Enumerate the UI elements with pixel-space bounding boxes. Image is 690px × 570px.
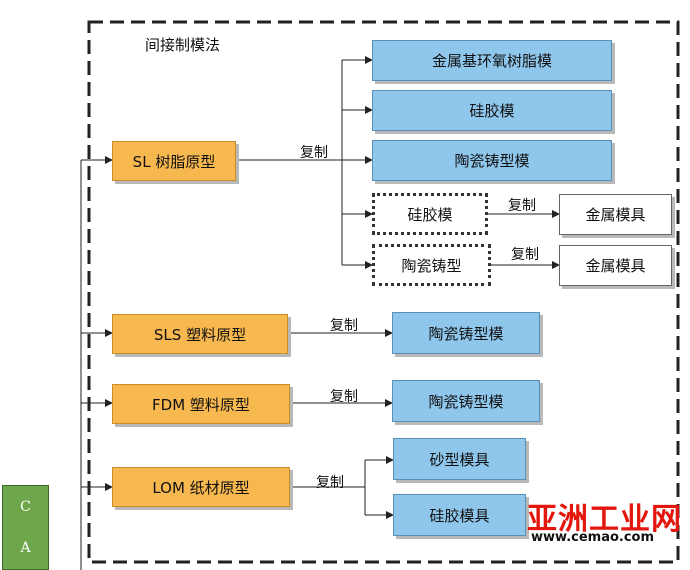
edge-label-silicone: 复制	[508, 198, 536, 214]
watermark-url: www.cemao.com	[531, 530, 655, 545]
lom-prototype-box: LOM 纸材原型	[112, 467, 290, 507]
edge-label-ceramic: 复制	[511, 247, 539, 263]
edge-label-lom: 复制	[316, 475, 344, 491]
side-strip-letter-a: A	[20, 540, 31, 557]
ceramic-intermediate-box: 陶瓷铸型	[372, 244, 491, 286]
silicone-mold-box: 硅胶模	[372, 90, 612, 131]
sls-prototype-box: SLS 塑料原型	[112, 314, 288, 354]
sls-ceramic-mold-box: 陶瓷铸型模	[392, 312, 540, 354]
diagram-title: 间接制模法	[145, 36, 221, 54]
lom-silicone-mold-box: 硅胶模具	[393, 494, 526, 536]
silicone-intermediate-box: 硅胶模	[372, 193, 488, 235]
side-strip: C A	[2, 485, 49, 570]
sand-mold-box: 砂型模具	[393, 438, 526, 480]
edge-label-sl: 复制	[300, 145, 328, 161]
edge-label-sls: 复制	[330, 318, 358, 334]
metal-mold-box-1: 金属模具	[559, 194, 672, 235]
watermark-logo: 亚洲工业网	[527, 502, 682, 537]
metal-epoxy-mold-box: 金属基环氧树脂模	[372, 40, 612, 81]
metal-mold-box-2: 金属模具	[559, 245, 672, 286]
fdm-ceramic-mold-box: 陶瓷铸型模	[392, 380, 540, 422]
side-strip-letter-c: C	[20, 498, 31, 515]
edge-label-fdm: 复制	[330, 389, 358, 405]
sl-prototype-box: SL 树脂原型	[112, 141, 236, 181]
group-frame	[87, 20, 680, 564]
ceramic-casting-mold-box: 陶瓷铸型模	[372, 140, 612, 181]
fdm-prototype-box: FDM 塑料原型	[112, 384, 290, 424]
